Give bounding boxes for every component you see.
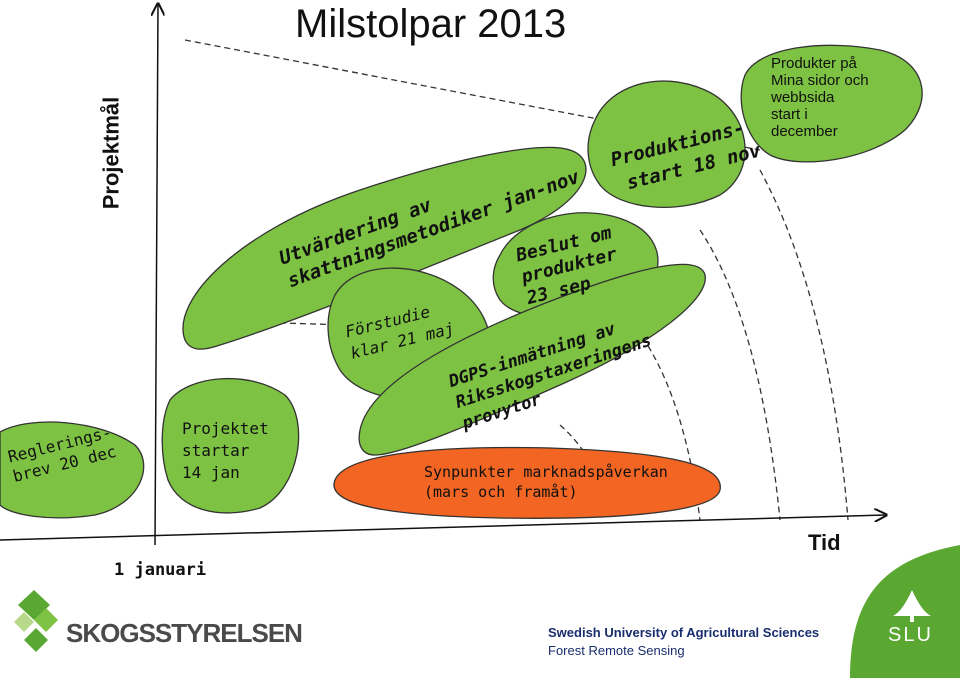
blob-synpunkter: [333, 446, 721, 519]
milestone-projektet-startar: Projektet startar 14 jan: [182, 419, 269, 482]
slu-tree-trunk: [910, 612, 914, 622]
slu-department-name: Forest Remote Sensing: [548, 643, 685, 658]
slu-logo-mark: [850, 545, 960, 678]
blob-produktionsstart: [587, 80, 746, 208]
guide-arc-4: [759, 169, 849, 521]
slu-university-name: Swedish University of Agricultural Scien…: [548, 625, 820, 640]
axes: [0, 5, 885, 546]
origin-label: 1 januari: [114, 560, 207, 580]
blob-projektet: [161, 378, 300, 514]
milestone-produkter: Produkter på Mina sidor och webbsida sta…: [771, 55, 869, 140]
blob-regleringsbrev: [0, 421, 145, 519]
x-axis: [0, 515, 885, 541]
milestone-synpunkter: Synpunkter marknadspåverkan (mars och fr…: [424, 463, 668, 501]
diamond-4: [24, 628, 48, 652]
slu-tree-icon: [893, 590, 931, 616]
x-axis-label: Tid: [808, 530, 841, 555]
guide-top: [184, 39, 761, 151]
y-axis: [155, 5, 158, 546]
diamond-3: [14, 612, 34, 632]
guide-arc-3: [699, 229, 781, 521]
blob-produkter: [740, 44, 923, 163]
blob-utvardering: [182, 146, 587, 350]
y-axis-label: Projektmål: [98, 96, 124, 210]
page-title: Milstolpar 2013: [295, 2, 567, 46]
skogsstyrelsen-logo-text: SKOGSSTYRELSEN: [66, 618, 303, 648]
milestone-blobs: [0, 44, 923, 519]
blob-dgps: [358, 263, 706, 456]
slu-mark-text: SLU: [888, 624, 933, 646]
diamond-2: [34, 608, 58, 632]
skogsstyrelsen-logo-mark: [14, 590, 58, 652]
